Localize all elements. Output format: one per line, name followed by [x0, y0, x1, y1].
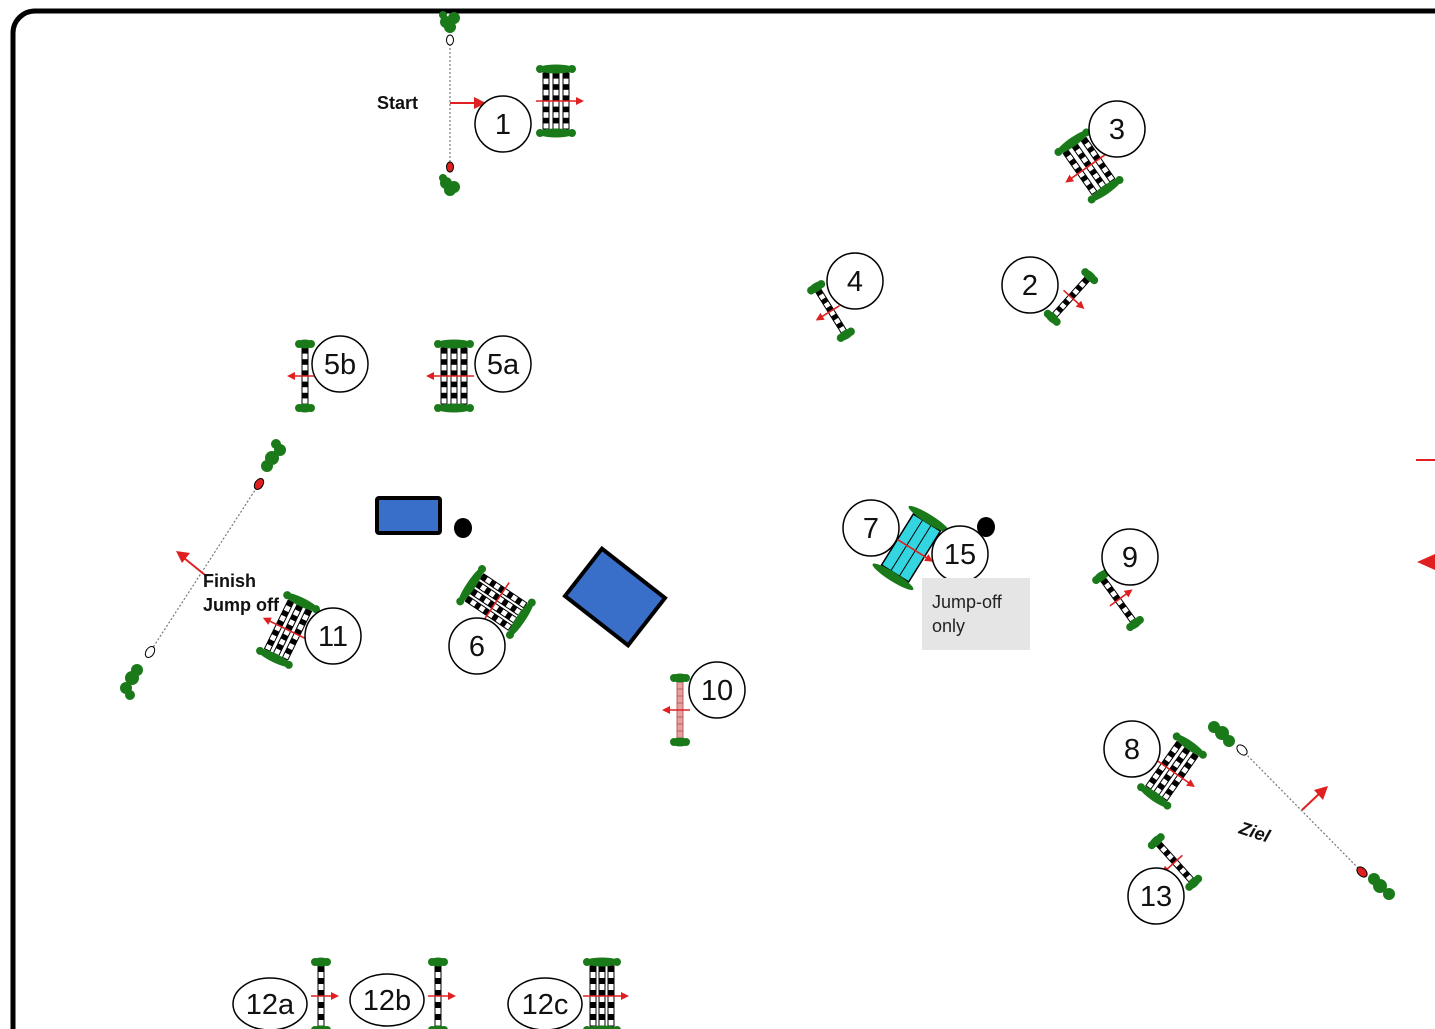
svg-text:4: 4	[847, 266, 863, 298]
obstacle-number-12a: 12a	[232, 977, 308, 1029]
obstacle-number-2: 2	[1001, 256, 1059, 314]
direction-arrow-icon	[924, 554, 934, 562]
svg-text:12c: 12c	[522, 989, 569, 1021]
obstacle-number-12b: 12b	[349, 973, 425, 1027]
obstacle-number-10: 10	[688, 661, 746, 719]
obstacle-number-4: 4	[826, 252, 884, 310]
tree-icon	[1368, 873, 1395, 900]
obstacle-number-9: 9	[1101, 528, 1159, 586]
direction-arrow-icon	[1186, 779, 1195, 788]
ziel-label: Ziel	[1236, 817, 1274, 846]
obstacle-number-12c: 12c	[507, 977, 583, 1029]
direction-arrow-icon	[1075, 300, 1085, 310]
obstacle-number-5a: 5a	[474, 335, 532, 393]
direction-arrow-icon	[287, 372, 295, 380]
svg-text:12a: 12a	[246, 989, 295, 1021]
edge-arrow-icon	[1417, 554, 1435, 570]
fence-2	[1043, 268, 1099, 326]
marker-dot	[454, 518, 472, 538]
direction-arrow-icon	[176, 551, 190, 563]
obstacle-number-6: 6	[448, 617, 506, 675]
direction-arrow-icon	[474, 97, 486, 109]
tree-icon	[439, 174, 460, 196]
svg-text:13: 13	[1140, 881, 1172, 913]
fence-4	[807, 280, 855, 342]
ziel-line	[1208, 721, 1395, 900]
fence-12b	[428, 957, 456, 1029]
svg-text:5b: 5b	[324, 349, 356, 381]
direction-arrow-icon	[621, 992, 629, 1000]
direction-arrow-icon	[1123, 589, 1133, 598]
jumpoff-label: Jump off	[203, 595, 280, 615]
fence-5b	[287, 339, 315, 413]
fence-12a	[311, 957, 339, 1029]
svg-text:3: 3	[1109, 114, 1125, 146]
direction-arrow-icon	[331, 992, 339, 1000]
fence-10	[662, 673, 690, 747]
tree-icon	[439, 11, 460, 33]
fence-3	[1054, 128, 1124, 204]
direction-arrow-icon	[815, 312, 825, 321]
obstacle-number-15: 15	[931, 525, 989, 583]
obstacle-number-7: 7	[842, 499, 900, 557]
fence-6	[456, 565, 536, 639]
finish-label: Finish	[203, 571, 256, 591]
direction-arrow-icon	[576, 97, 584, 105]
svg-text:6: 6	[469, 631, 485, 663]
obstacle-number-11: 11	[304, 607, 362, 665]
water-jump	[562, 545, 668, 649]
water-trough	[375, 496, 442, 535]
direction-arrow-icon	[262, 617, 272, 625]
jump-off-note: Jump-off only	[922, 578, 1030, 650]
fence-12c	[583, 957, 629, 1029]
direction-arrow-icon	[426, 372, 434, 380]
start-line	[439, 11, 486, 196]
marker-dot	[977, 517, 995, 537]
fence-11	[256, 591, 320, 669]
obstacle-number-3: 3	[1088, 100, 1146, 158]
obstacle-number-1: 1	[474, 95, 532, 153]
fence-7-15-wall	[872, 505, 950, 591]
arena-border	[10, 8, 1435, 1029]
tree-icon	[1208, 721, 1235, 747]
direction-arrow-icon	[662, 706, 670, 714]
start-label: Start	[377, 93, 418, 113]
fence-1	[536, 64, 584, 138]
note-line-1: Jump-off	[932, 592, 1002, 612]
direction-arrow-icon	[1314, 786, 1328, 800]
svg-text:8: 8	[1124, 734, 1140, 766]
tree-icon	[261, 439, 286, 472]
tree-icon	[120, 664, 143, 700]
svg-text:12b: 12b	[363, 985, 411, 1017]
obstacle-number-8: 8	[1103, 720, 1161, 778]
svg-text:7: 7	[863, 513, 879, 545]
obstacle-number-13: 13	[1127, 867, 1185, 925]
svg-text:15: 15	[944, 539, 976, 571]
finish-jumpoff-line	[120, 439, 286, 700]
svg-text:11: 11	[318, 621, 348, 653]
obstacle-number-5b: 5b	[311, 335, 369, 393]
direction-arrow-icon	[448, 992, 456, 1000]
note-line-2: only	[932, 616, 966, 636]
svg-text:5a: 5a	[487, 349, 520, 381]
svg-text:9: 9	[1122, 542, 1138, 574]
svg-text:2: 2	[1022, 270, 1038, 302]
svg-text:10: 10	[701, 675, 733, 707]
direction-arrow-icon	[1065, 174, 1075, 183]
svg-text:1: 1	[495, 109, 511, 141]
fence-8	[1137, 732, 1207, 810]
fence-5a	[426, 339, 474, 413]
fence-13	[1147, 833, 1203, 891]
